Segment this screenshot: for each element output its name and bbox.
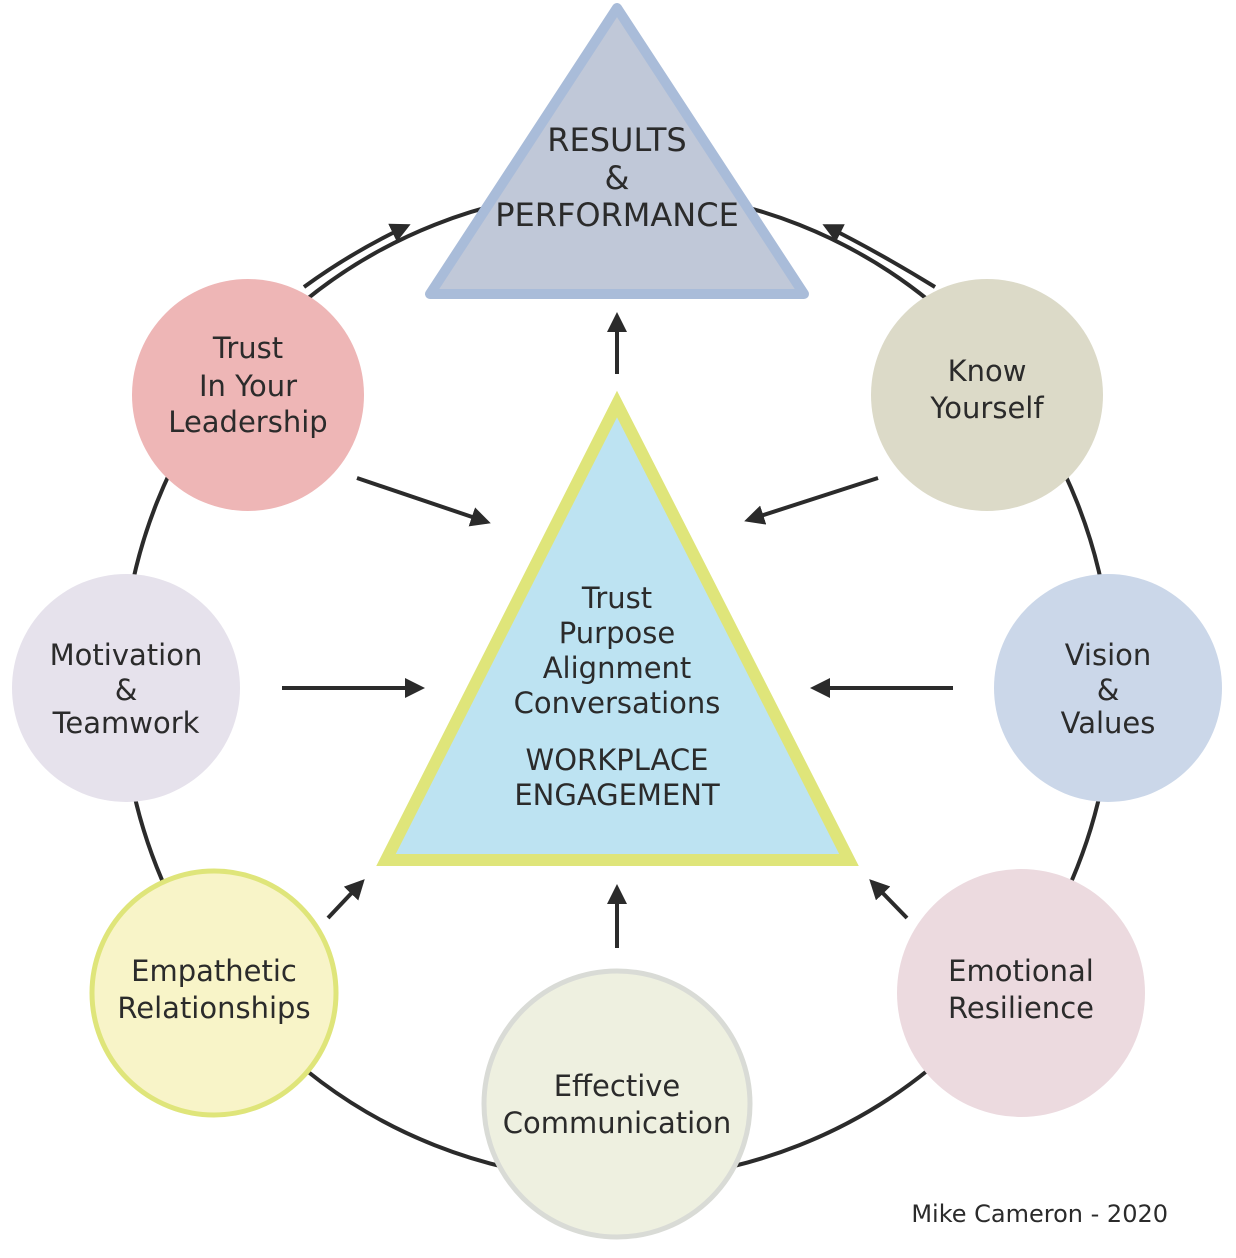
- node-label: Know: [948, 354, 1027, 388]
- center-heading-engagement: ENGAGEMENT: [514, 778, 720, 812]
- node-effective-communication: Effective Communication: [481, 968, 753, 1240]
- node-label: Emotional: [948, 954, 1094, 988]
- node-label: Vision: [1065, 638, 1152, 672]
- node-label: In Your: [199, 369, 297, 403]
- results-performance-line-3: PERFORMANCE: [495, 196, 739, 234]
- node-label: &: [115, 673, 138, 707]
- center-line-conversations: Conversations: [514, 686, 721, 720]
- arrow-know-to-center: [744, 476, 879, 525]
- node-label: Effective: [554, 1069, 681, 1103]
- results-performance-line-1: RESULTS: [547, 121, 686, 159]
- node-circle: [871, 279, 1103, 511]
- node-emotional-resilience: Emotional Resilience: [897, 869, 1145, 1117]
- node-label: Yourself: [929, 391, 1044, 425]
- arrow-empathetic-to-center: [326, 879, 365, 920]
- arrow-leadership-to-center: [356, 476, 491, 527]
- node-label: Teamwork: [52, 706, 200, 740]
- center-heading-workplace: WORKPLACE: [526, 743, 709, 777]
- node-label: Resilience: [948, 991, 1094, 1025]
- node-circle: [994, 574, 1222, 802]
- node-circle: [897, 869, 1145, 1117]
- arrow-resilience-to-center: [869, 879, 909, 920]
- node-vision-values: Vision & Values: [994, 574, 1222, 802]
- center-line-trust: Trust: [581, 581, 652, 615]
- node-label: Leadership: [168, 405, 327, 439]
- node-label: Communication: [503, 1106, 732, 1140]
- node-label: Values: [1061, 706, 1156, 740]
- node-label: Motivation: [50, 638, 203, 672]
- node-label: Empathetic: [131, 954, 297, 988]
- node-empathetic-relationships: Empathetic Relationships: [89, 868, 339, 1118]
- results-performance-triangle: [425, 3, 809, 299]
- node-circle: [481, 968, 753, 1240]
- node-label: Trust: [212, 331, 283, 365]
- author-credit: Mike Cameron - 2020: [911, 1200, 1168, 1228]
- node-motivation-teamwork: Motivation & Teamwork: [12, 574, 240, 802]
- node-circle: [89, 868, 339, 1118]
- ring-arrow-left: [302, 223, 411, 289]
- results-performance-line-2: &: [605, 159, 630, 197]
- node-circle: [12, 574, 240, 802]
- node-label: &: [1097, 673, 1120, 707]
- node-label: Relationships: [117, 991, 310, 1025]
- workplace-engagement-triangle: [376, 390, 859, 866]
- center-line-purpose: Purpose: [559, 616, 675, 650]
- ring-arrow-right: [822, 224, 937, 289]
- center-line-alignment: Alignment: [543, 651, 692, 685]
- node-circle: [132, 279, 364, 511]
- node-know-yourself: Know Yourself: [871, 279, 1103, 511]
- node-trust-in-your-leadership: Trust In Your Leadership: [132, 279, 364, 511]
